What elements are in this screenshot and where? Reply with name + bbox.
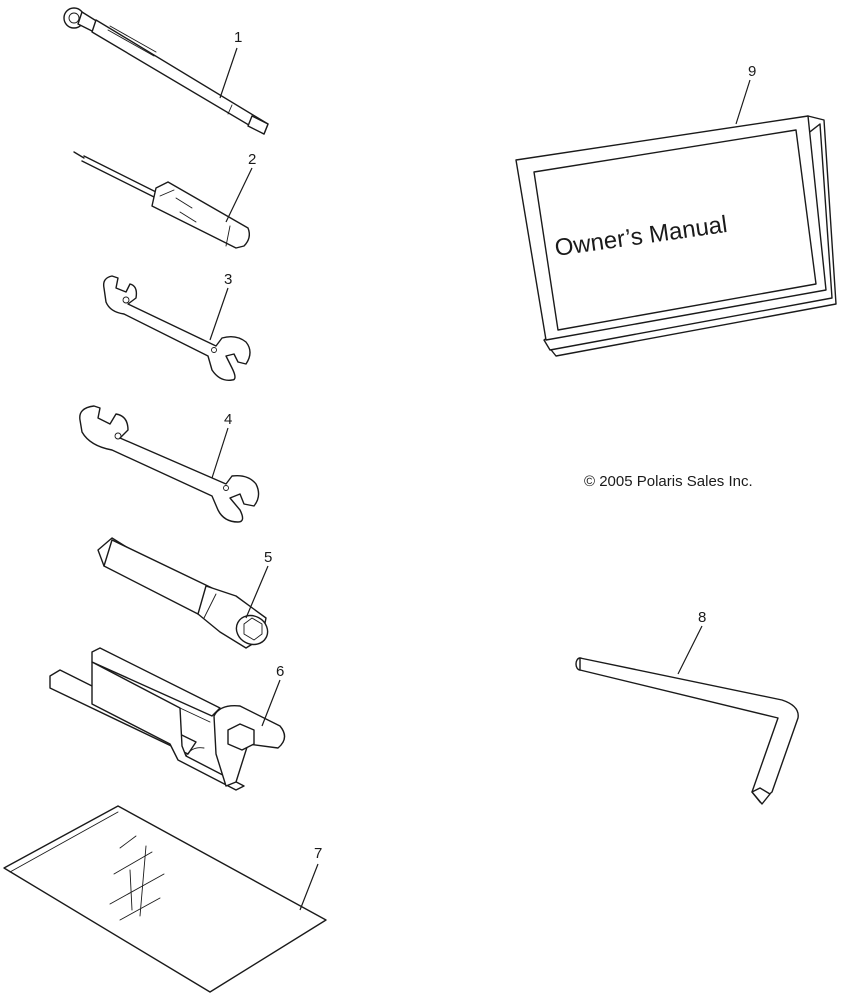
callout-2: 2: [225, 151, 256, 223]
callout-number-1: 1: [234, 29, 242, 46]
spark-plug-socket: [97, 537, 269, 649]
callout-4: 4: [211, 411, 232, 479]
tool-bag: [3, 805, 327, 993]
callout-1: 1: [219, 29, 242, 99]
callout-number-5: 5: [264, 549, 272, 566]
callout-number-4: 4: [224, 411, 232, 428]
callout-number-9: 9: [748, 63, 756, 80]
callout-number-2: 2: [248, 151, 256, 168]
copyright-notice: © 2005 Polaris Sales Inc.: [584, 473, 753, 490]
callout-number-7: 7: [314, 845, 322, 862]
screwdriver: [73, 151, 251, 249]
tire-pressure-gauge: [63, 7, 269, 135]
owners-manual: Owner’s Manual: [515, 115, 837, 357]
open-end-wrench-large: [79, 405, 260, 523]
callout-number-8: 8: [698, 609, 706, 626]
open-end-wrench-small: [102, 275, 251, 381]
allen-wrench: [575, 657, 799, 805]
callout-7: 7: [299, 845, 322, 911]
callout-6: 6: [261, 663, 284, 727]
callout-number-3: 3: [224, 271, 232, 288]
callout-3: 3: [209, 271, 232, 341]
callout-9: 9: [735, 63, 756, 125]
callout-8: 8: [677, 609, 706, 675]
callout-5: 5: [245, 549, 272, 619]
callout-number-6: 6: [276, 663, 284, 680]
tool-holder-bracket: [49, 647, 286, 791]
